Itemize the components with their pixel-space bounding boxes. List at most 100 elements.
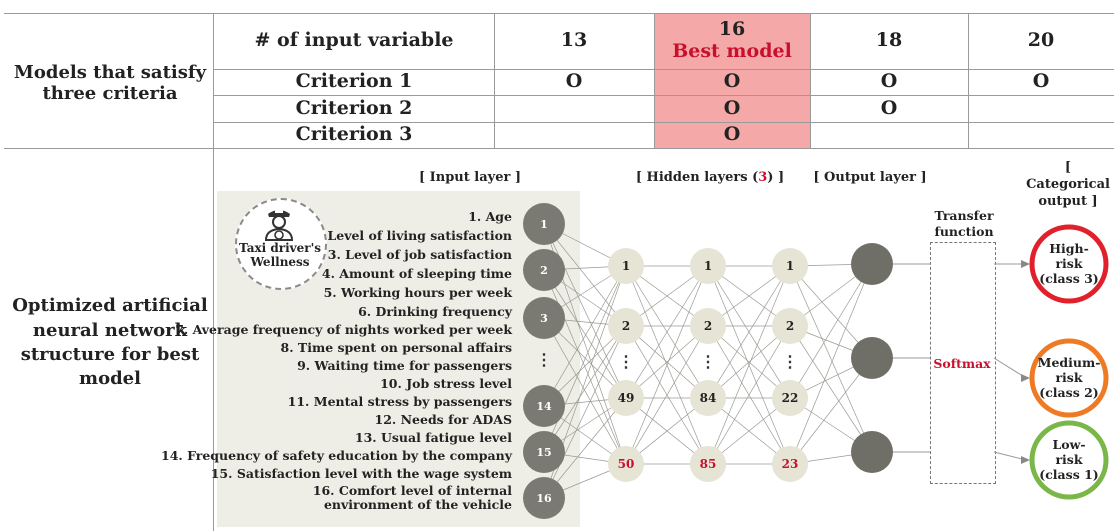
connection-line [543,397,627,499]
taxi-driver-icon [264,210,294,241]
input-variable-2: 2. Level of living satisfaction [310,228,512,243]
connection-line [789,325,873,453]
input-variable-11: 11. Mental stress by passengers [287,394,512,409]
hidden-node-label: 49 [618,391,635,405]
output-arrow-line [993,451,1027,461]
hidden-node [690,446,726,482]
criterion-2-mark-16: O [723,96,741,119]
input-node-label: 1 [540,218,548,231]
hidden-node-label: 2 [786,319,794,333]
model-16-header: 16 Best model [654,13,810,69]
connection-line [707,325,791,465]
hidden-node [772,446,808,482]
connection-line [789,263,873,465]
arrowhead-icon [1021,374,1030,382]
arrowhead-icon [1021,260,1030,268]
hidden-node [772,248,808,284]
input-node-label: 14 [536,400,552,413]
input-variable-15: 15. Satisfaction level with the wage sys… [210,466,512,481]
input-variable-14: 14. Frequency of safety education by the… [161,448,512,463]
output-node [851,337,893,379]
output-layer-title: [ Output layer ] [813,170,927,185]
output-node [851,431,893,473]
input-variable-10: 10. Job stress level [380,376,512,391]
criterion-1-mark-13: O [565,70,583,93]
input-variable-5: 5. Working hours per week [323,285,512,300]
criterion-1-mark-20: O [1032,70,1050,93]
connection-line [543,269,627,399]
input-variable-13: 13. Usual fatigue level [354,430,512,445]
input-variable-16: 16. Comfort level of internal environmen… [312,483,512,512]
connection-line [707,265,791,399]
input-variable-8: 8. Time spent on personal affairs [280,340,512,355]
hidden-node-label: 85 [700,457,717,471]
network-nodes: 123⋮14151612⋮495012⋮848512⋮2223High-risk… [523,203,1109,519]
criterion-2-label: Criterion 2 [295,96,413,119]
hidden-layers-count: 3 [758,170,768,185]
criterion-1-mark-16: O [723,70,741,93]
hidden-ellipsis: ⋮ [618,352,634,371]
hidden-node-label: 23 [782,457,799,471]
hidden-node-label: 1 [622,259,630,273]
hidden-node-label: 1 [704,259,712,273]
input-node [523,477,565,519]
input-node [523,297,565,339]
input-node-label: 16 [536,492,552,505]
connection-line [625,325,709,465]
input-ellipsis: ⋮ [536,350,552,369]
connection-line [625,325,709,399]
output-node [851,243,893,285]
input-node-label: 15 [536,446,551,459]
connection-line [625,265,709,399]
connection-line [625,265,709,465]
criterion-1-label: Criterion 1 [295,70,413,93]
best-model-highlight [654,13,810,148]
softmax-label: Softmax [932,356,992,371]
model-16-number: 16 [718,18,746,41]
connection-line [789,265,873,453]
criterion-2-mark-18: O [880,96,898,119]
hidden-node-label: 50 [618,457,635,471]
hidden-node-label: 22 [782,391,799,405]
connection-line [543,265,627,407]
transfer-function-box [930,242,996,484]
hidden-node [690,248,726,284]
hidden-node [772,380,808,416]
input-variable-7: 7. Average frequency of nights worked pe… [175,322,512,337]
hidden-node [690,380,726,416]
input-variable-list: 1. Age 2. Level of living satisfaction 3… [161,209,512,522]
input-node [523,249,565,291]
input-node [523,431,565,473]
hidden-ellipsis: ⋮ [782,352,798,371]
input-variable-12: 12. Needs for ADAS [374,412,512,427]
model-18-header: 18 [875,29,903,52]
input-node-label: 2 [540,264,548,277]
connection-line [543,317,627,465]
input-variable-1: 1. Age [468,209,512,224]
connection-line [543,265,627,453]
connection-line [789,263,873,399]
input-node [523,385,565,427]
hidden-node-label: 2 [704,319,712,333]
connection-line [543,325,627,499]
transfer-function-label: Transfer function [934,208,994,240]
risk-class-circle [1029,338,1109,418]
risk-class-label: High-risk(class 3) [1039,241,1098,286]
risk-class-circle [1029,420,1109,500]
hidden-node [608,248,644,284]
risk-class-label: Low-risk(class 1) [1039,437,1098,482]
input-layer-title: [ Input layer ] [419,170,521,185]
hidden-node-label: 1 [786,259,794,273]
row-header-network: Optimized artificial neural network stru… [12,295,208,390]
hidden-node-label: 2 [622,319,630,333]
input-node [523,203,565,245]
connection-line [789,357,873,465]
categorical-output-title: [ Categorical output ] [1026,160,1110,209]
row-header-models: Models that satisfy three criteria [13,62,207,104]
criterion-3-label: Criterion 3 [295,123,413,146]
hidden-node [690,308,726,344]
connection-line [707,265,791,465]
hidden-node-label: 84 [700,391,717,405]
input-variable-3: 3. Level of job satisfaction [327,247,512,262]
